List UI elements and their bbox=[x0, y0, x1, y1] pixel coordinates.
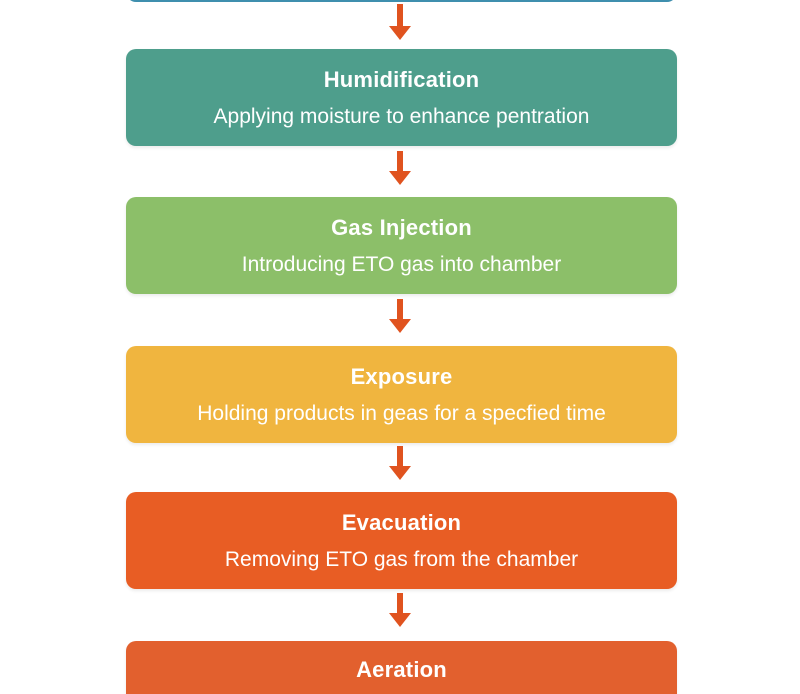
arrow-down-icon bbox=[389, 151, 411, 191]
step-title: Humidification bbox=[323, 67, 480, 92]
step-exposure: Exposure Holding products in geas for a … bbox=[126, 346, 677, 443]
step-gas-injection: Gas Injection Introducing ETO gas into c… bbox=[126, 197, 677, 294]
step-description: Introducing ETO gas into chamber bbox=[241, 253, 562, 276]
arrow-down-icon bbox=[389, 446, 411, 486]
step-evacuation: Evacuation Removing ETO gas from the cha… bbox=[126, 492, 677, 589]
step-description: Applying moisture to enhance pentration bbox=[213, 105, 590, 128]
step-description: Removing ETO gas from the chamber bbox=[224, 548, 579, 571]
step-aeration: Aeration bbox=[126, 641, 677, 694]
step-title: Gas Injection bbox=[331, 215, 472, 240]
arrow-down-icon bbox=[389, 593, 411, 633]
step-title: Exposure bbox=[350, 364, 453, 389]
arrow-down-icon bbox=[389, 299, 411, 339]
step-humidification: Humidification Applying moisture to enha… bbox=[126, 49, 677, 146]
previous-step-block bbox=[126, 0, 677, 2]
step-description: Holding products in geas for a specfied … bbox=[197, 402, 606, 425]
step-title: Evacuation bbox=[341, 510, 462, 535]
arrow-down-icon bbox=[389, 4, 411, 44]
step-title: Aeration bbox=[356, 657, 447, 682]
